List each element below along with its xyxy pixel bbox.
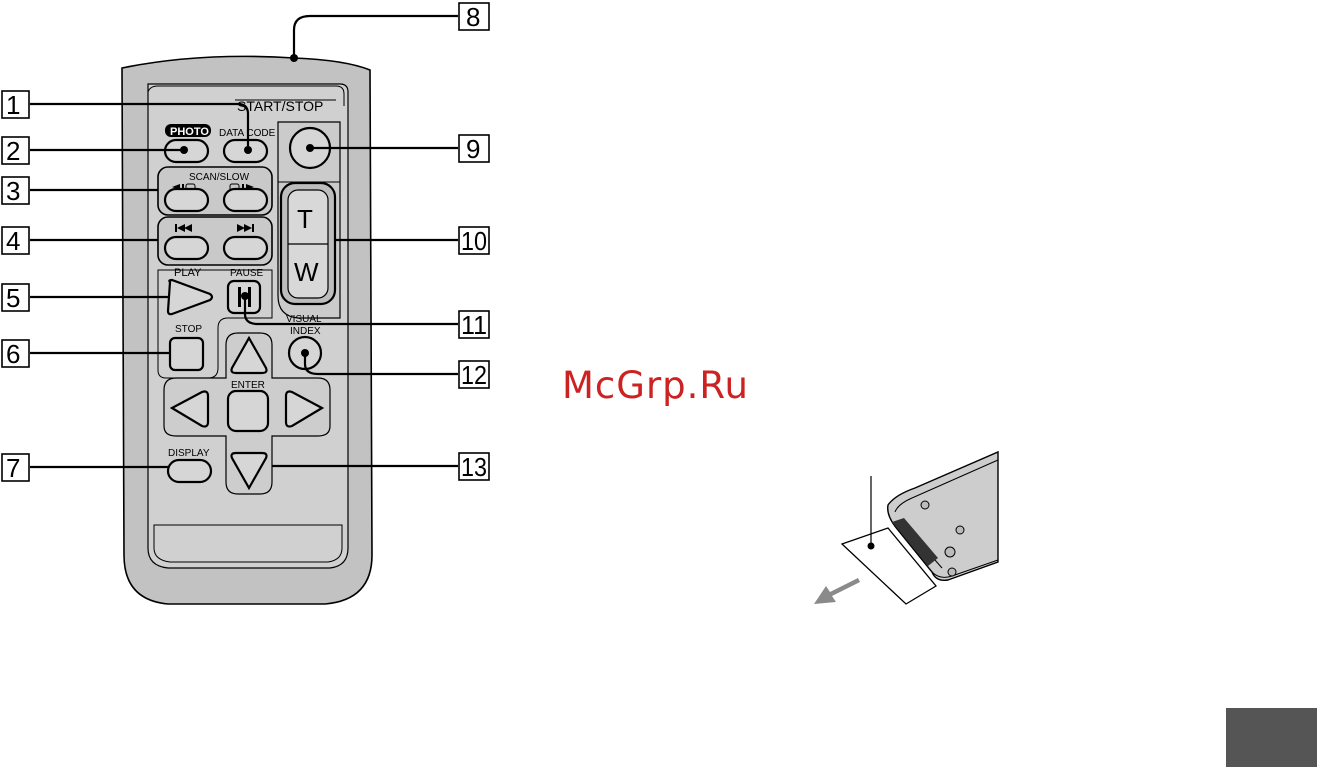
- scan-slow-label: SCAN/SLOW: [189, 172, 250, 183]
- scan-slow-forward-button[interactable]: [224, 189, 267, 211]
- pause-label: PAUSE: [230, 268, 263, 279]
- zoom-wide-label: W: [294, 257, 319, 287]
- callout-11: 11: [459, 310, 489, 340]
- scan-slow-reverse-button[interactable]: [165, 189, 208, 211]
- callout-1: 1: [2, 90, 29, 120]
- stop-button[interactable]: [170, 338, 203, 370]
- svg-text:7: 7: [6, 453, 20, 483]
- callout-6: 6: [2, 339, 29, 369]
- svg-text:11: 11: [461, 310, 487, 340]
- enter-button[interactable]: [228, 391, 268, 431]
- zoom-tele-label: T: [297, 204, 313, 234]
- callout-8: 8: [459, 2, 489, 32]
- svg-text:5: 5: [6, 283, 20, 313]
- index-label: INDEX: [290, 326, 321, 337]
- callout-3: 3: [2, 176, 29, 206]
- svg-text:9: 9: [466, 134, 480, 164]
- photo-label: PHOTO: [170, 126, 209, 138]
- enter-label: ENTER: [231, 380, 265, 391]
- svg-text:8: 8: [466, 2, 480, 32]
- insulation-sheet-illustration: [842, 452, 998, 604]
- callout-10: 10: [459, 226, 489, 256]
- previous-button[interactable]: [165, 237, 208, 259]
- display-button[interactable]: [168, 460, 211, 482]
- svg-text:10: 10: [461, 226, 487, 256]
- callout-4: 4: [2, 226, 29, 256]
- callout-7: 7: [2, 453, 29, 483]
- callout-5: 5: [2, 283, 29, 313]
- callout-9: 9: [459, 134, 489, 164]
- callout-12: 12: [459, 360, 489, 390]
- svg-text:12: 12: [461, 360, 487, 390]
- callout-13: 13: [459, 452, 489, 482]
- svg-text:6: 6: [6, 339, 20, 369]
- svg-text:13: 13: [461, 452, 487, 482]
- svg-text:2: 2: [6, 136, 20, 166]
- play-label: PLAY: [174, 267, 202, 279]
- watermark-text: McGrp.Ru: [562, 364, 749, 407]
- svg-text:3: 3: [6, 176, 20, 206]
- page-section-tab: [1226, 708, 1317, 767]
- display-label: DISPLAY: [168, 448, 210, 459]
- pull-arrow-icon: [814, 578, 860, 604]
- svg-text:1: 1: [6, 90, 20, 120]
- svg-text:4: 4: [6, 226, 20, 256]
- callout-2: 2: [2, 136, 29, 166]
- start-stop-label: START/STOP: [237, 98, 323, 114]
- next-button[interactable]: [224, 237, 267, 259]
- stop-label: STOP: [175, 324, 202, 335]
